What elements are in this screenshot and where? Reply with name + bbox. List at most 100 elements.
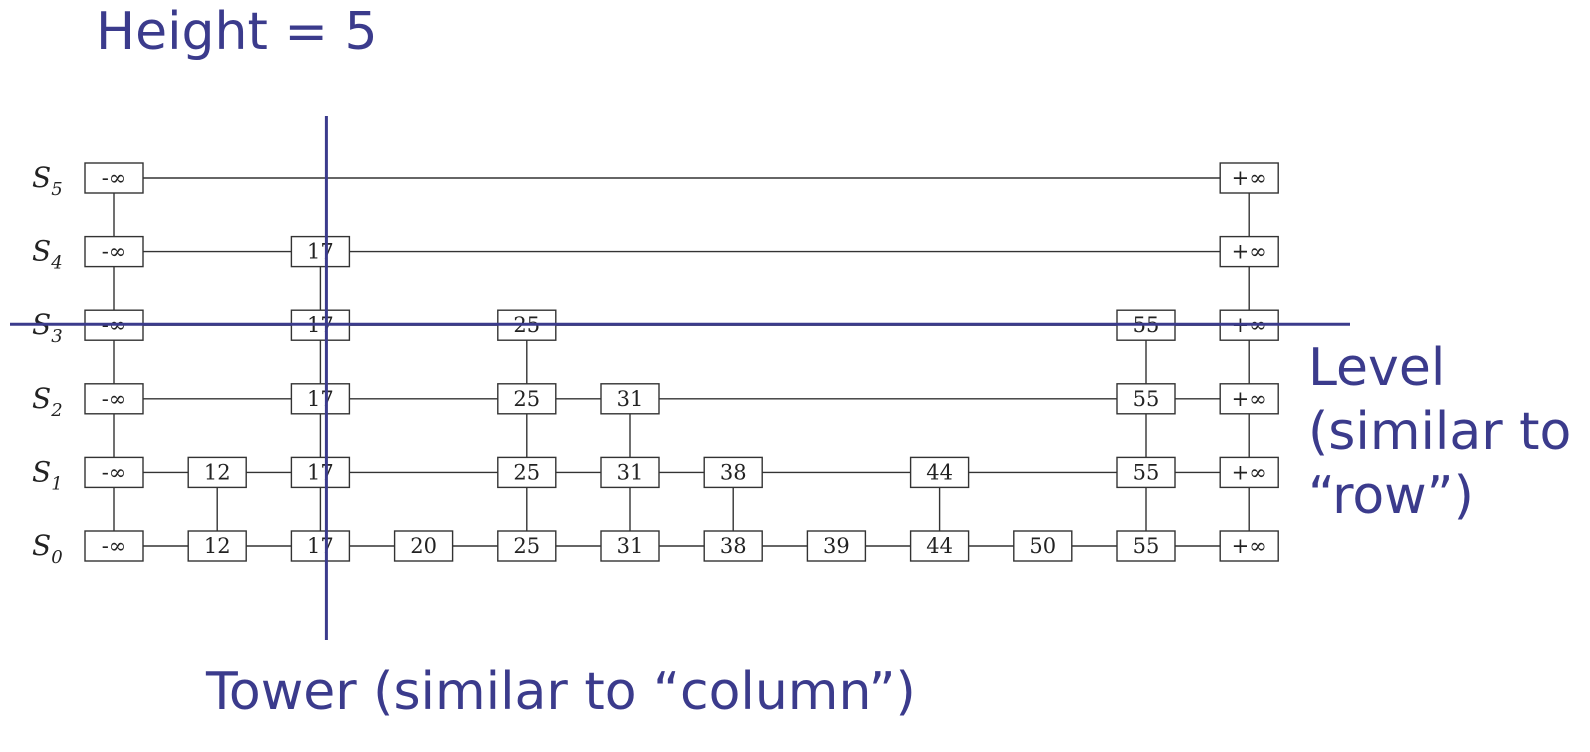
node-box [909,456,970,489]
level-label: S3 [32,308,63,347]
node-box [1116,456,1176,489]
node: +∞ [1219,162,1279,194]
node: 12 [187,456,247,489]
level-caption-line1: Level [1308,338,1446,398]
node-key: 55 [1133,534,1160,558]
node-key: -∞ [102,240,127,264]
node-box [84,383,144,415]
node-key: 25 [513,460,540,484]
node-box [187,530,247,562]
node-box [600,530,660,562]
height-title: Height = 5 [96,2,378,62]
node-box [290,456,351,489]
level-caption: Level (similar to “row”) [1308,336,1571,528]
node-box [84,530,144,562]
level-label-subscript: 4 [50,253,62,274]
node-key: 39 [823,534,850,558]
node-key: 20 [410,534,437,558]
level-label: S1 [32,455,63,494]
node-box [84,162,144,194]
node-box [1116,383,1176,415]
level-label: S5 [32,161,63,200]
node-key: -∞ [102,460,127,484]
node: 50 [1013,530,1073,562]
node-key: -∞ [102,387,127,411]
node-box [1219,235,1279,268]
node-box [600,383,660,415]
node-key: +∞ [1232,460,1267,484]
node-key: 38 [720,460,747,484]
links-layer [113,177,1250,547]
node: 39 [806,530,867,562]
node: 31 [600,530,660,562]
node-key: 44 [926,534,953,558]
level-label: S0 [32,529,63,568]
node: -∞ [84,235,144,268]
level-labels-layer: S0 S1 S2 S3 S4 S5 [32,161,63,568]
node-box [806,530,867,562]
node: 25 [497,530,557,562]
node-key: +∞ [1232,387,1267,411]
level-label: S2 [32,382,63,421]
node: 55 [1116,530,1176,562]
tower-caption: Tower (similar to “column”) [206,662,916,722]
node-key: 12 [204,460,231,484]
node: 44 [909,530,970,562]
node-box [497,530,557,562]
node-box [290,530,351,562]
level-caption-line2: (similar to [1308,402,1572,462]
node-box [1219,530,1279,562]
level-label: S4 [32,235,63,274]
node: -∞ [84,383,144,415]
node-box [909,530,970,562]
node: 31 [600,383,660,415]
node: 38 [703,456,763,489]
node-key: 55 [1133,460,1160,484]
level-label-subscript: 1 [51,473,62,494]
node-box [1116,530,1176,562]
node-box [1013,530,1073,562]
node: -∞ [84,456,144,489]
level-label-subscript: 0 [51,547,62,568]
node-key: +∞ [1232,240,1267,264]
level-label-subscript: 2 [50,400,62,421]
node-box [1219,456,1279,489]
node: 38 [703,530,763,562]
node-key: 17 [307,387,334,411]
node-key: -∞ [102,166,127,190]
node-key: 25 [513,534,540,558]
level-label-subscript: 5 [51,179,62,200]
node-key: 50 [1029,534,1056,558]
level-label-subscript: 3 [51,326,62,347]
node-key: 55 [1133,387,1160,411]
node-box [84,456,144,489]
node-box [600,456,660,489]
node: 25 [497,383,557,415]
node-box [84,235,144,268]
node: 17 [290,456,351,489]
node: 20 [393,530,454,562]
node-box [497,383,557,415]
node-key: 31 [617,534,644,558]
node-key: +∞ [1232,534,1267,558]
node-key: 17 [307,460,334,484]
node-box [393,530,454,562]
node: -∞ [84,162,144,194]
node: +∞ [1219,383,1279,415]
node-box [290,235,351,268]
node: 17 [290,383,351,415]
node-key: 25 [513,387,540,411]
node: +∞ [1219,530,1279,562]
node-key: 12 [204,534,231,558]
node: +∞ [1219,456,1279,489]
node-box [187,456,247,489]
level-caption-line3: “row”) [1308,466,1474,526]
node: 17 [290,530,351,562]
node-box [497,456,557,489]
node: 31 [600,456,660,489]
node-box [703,530,763,562]
node: -∞ [84,530,144,562]
